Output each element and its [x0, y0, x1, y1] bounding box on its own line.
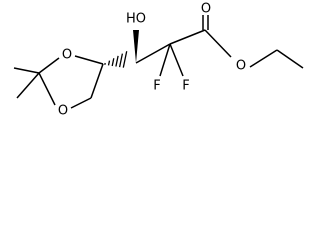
bond-ring-c2-o1 — [38, 57, 60, 74]
bond-carbonyl-o-ester — [204, 29, 232, 58]
atom-label-o-ring-bottom: O — [58, 104, 68, 119]
hashed-wedge-bond — [104, 51, 128, 68]
bond-carbinol-cf2 — [135, 43, 171, 64]
bond-methyl-lower — [16, 72, 40, 99]
chemical-structure-diagram: O O HO O O F F — [13, 2, 304, 119]
atom-label-o-ester: O — [236, 59, 246, 74]
bond-ring-o3-c2 — [38, 72, 56, 106]
bond-cf2-f-right — [169, 43, 184, 77]
bond-ring-o1-c4 — [74, 55, 104, 65]
atom-label-o-carbonyl: O — [201, 2, 211, 17]
bond-ring-c4-c5 — [90, 63, 104, 99]
bond-cf2-carbonyl — [169, 29, 206, 45]
bond-ring-c5-o3 — [70, 97, 92, 109]
bond-methyl-upper — [13, 67, 40, 74]
atom-label-f-left: F — [153, 79, 160, 94]
bond-cf2-f-left — [159, 43, 171, 77]
atom-label-hydroxyl: HO — [126, 12, 146, 27]
atom-label-o-ring-top: O — [62, 48, 72, 63]
bond-ch2-ch3 — [276, 49, 304, 69]
bond-o-ester-ch2 — [249, 49, 278, 68]
bold-wedge-bond — [133, 30, 139, 63]
atom-label-f-right: F — [182, 79, 189, 94]
